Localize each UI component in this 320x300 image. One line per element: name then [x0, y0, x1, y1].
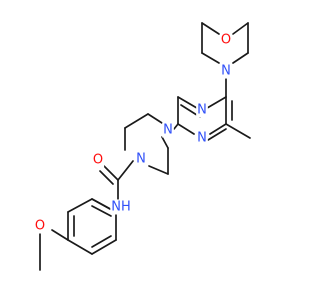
- atom-label-background: [162, 122, 174, 138]
- atom-label-n-morpholine: N: [221, 64, 231, 79]
- bond: [209, 123, 227, 135]
- bond: [148, 165, 169, 175]
- atom-label-background: [220, 63, 232, 79]
- bond: [161, 136, 169, 149]
- atom-label-background: [196, 130, 208, 146]
- bonds: [39, 22, 251, 271]
- atom-label-o-morpholine: O: [221, 33, 231, 48]
- bond: [232, 52, 249, 64]
- bond: [91, 239, 117, 255]
- bond: [99, 170, 114, 185]
- atom-label-background: [135, 151, 147, 167]
- atom-label-nh-amide: NH: [111, 200, 131, 215]
- bond: [91, 205, 112, 217]
- molecule-structure: O N N N N N O NH O: [33, 22, 251, 271]
- bond: [91, 235, 112, 248]
- atom-label-o-methoxy: O: [35, 219, 45, 234]
- bond: [124, 113, 149, 129]
- bond: [67, 239, 93, 255]
- atom-label-background: [91, 152, 105, 168]
- atom-label-n-pyrimidine-bottom: N: [197, 131, 207, 146]
- bond: [201, 52, 220, 64]
- atom-label-n-piperazine-left: N: [136, 152, 146, 167]
- bond: [103, 165, 119, 181]
- bond: [177, 123, 195, 135]
- bond: [201, 22, 220, 35]
- bond: [173, 123, 179, 130]
- bond: [51, 229, 69, 241]
- atom-label-n-pyrimidine-top: N: [197, 103, 207, 118]
- atom-label-o-carbonyl: O: [93, 153, 103, 168]
- bond: [67, 198, 93, 213]
- atom-label-background: [196, 102, 208, 118]
- bond: [147, 113, 163, 124]
- bond: [232, 22, 249, 35]
- atom-labels: O N N N N N O NH O: [33, 32, 233, 234]
- bond: [117, 160, 134, 181]
- atom-label-background: [33, 218, 47, 234]
- atom-label-n-piperazine-right: N: [163, 123, 173, 138]
- atom-label-background: [110, 199, 132, 215]
- bond: [225, 123, 251, 139]
- atom-label-background: [219, 32, 233, 48]
- bond: [207, 128, 227, 141]
